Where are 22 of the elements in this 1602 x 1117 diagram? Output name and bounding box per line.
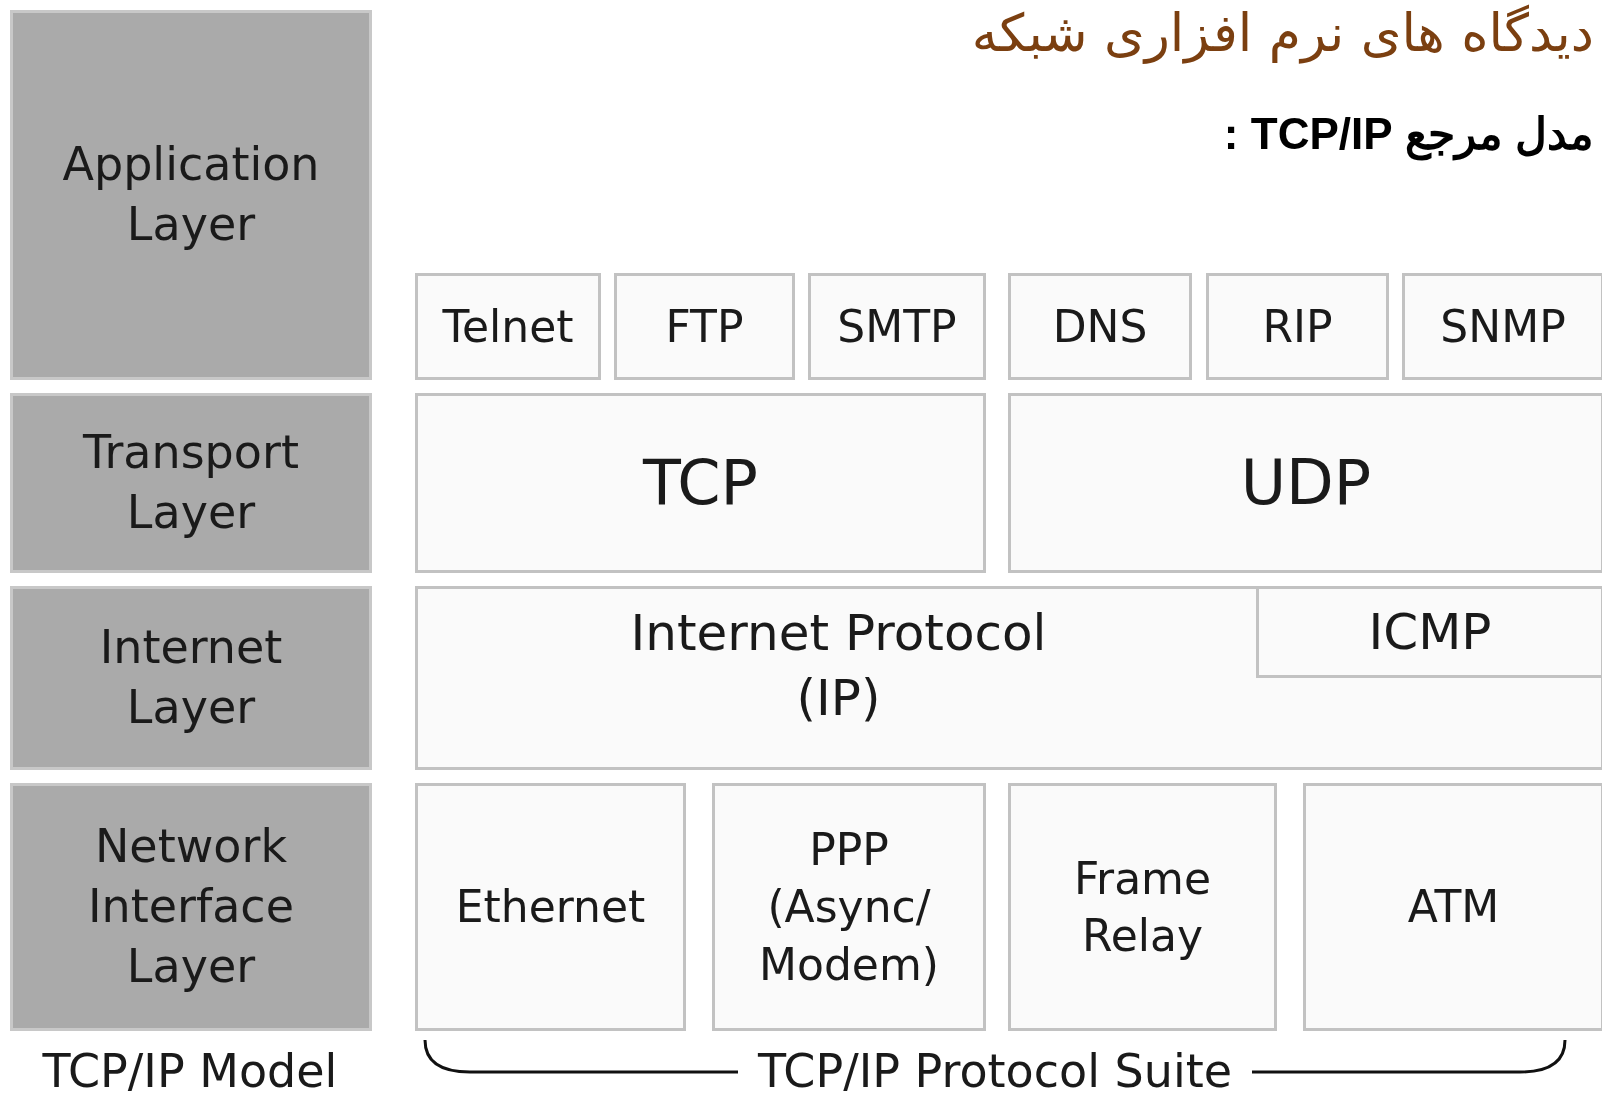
- protocol-box: ATM: [1303, 783, 1602, 1031]
- layer-box: Internet Layer: [10, 586, 372, 770]
- protocol-box: SMTP: [808, 273, 986, 380]
- layer-box: Network Interface Layer: [10, 783, 372, 1031]
- protocol-box: RIP: [1206, 273, 1389, 380]
- protocol-name: Internet Protocol (IP): [629, 603, 1048, 729]
- protocol-box: PPP (Async/ Modem): [712, 783, 986, 1031]
- protocol-box: UDP: [1008, 393, 1602, 573]
- protocol-box: Ethernet: [415, 783, 686, 1031]
- protocol-box: Telnet: [415, 273, 601, 380]
- protocol-box: ICMP: [1256, 586, 1602, 678]
- layer-box: Application Layer: [10, 10, 372, 380]
- protocol-box: DNS: [1008, 273, 1192, 380]
- caption: TCP/IP Model: [42, 1044, 338, 1100]
- protocol-box: SNMP: [1402, 273, 1602, 380]
- protocol-box: TCP: [415, 393, 986, 573]
- protocol-box: Frame Relay: [1008, 783, 1277, 1031]
- layer-box: Transport Layer: [10, 393, 372, 573]
- protocol-box: FTP: [614, 273, 795, 380]
- heading: مدل مرجع TCP/IP :: [1223, 108, 1594, 161]
- protocol-box: [415, 586, 1602, 770]
- title: دیدگاه های نرم افزاری شبکه: [971, 2, 1594, 66]
